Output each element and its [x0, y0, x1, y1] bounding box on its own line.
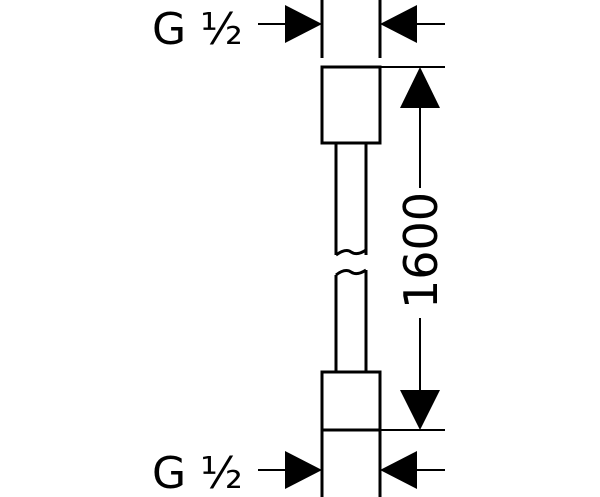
top-thread-label: G ½ — [152, 4, 243, 55]
top-width-dimension — [258, 0, 445, 58]
length-arrow-bottom — [400, 390, 440, 430]
length-arrow-top — [400, 67, 440, 108]
bottom-arrow-left — [285, 451, 322, 489]
bottom-nut — [320, 370, 382, 432]
bottom-arrow-right — [380, 451, 417, 489]
lower-break-line — [335, 268, 367, 277]
hose-body — [320, 65, 382, 497]
top-arrow-right — [380, 5, 417, 43]
length-dimension: 1600 — [380, 66, 448, 431]
bottom-thread-label: G ½ — [152, 448, 243, 497]
top-arrow-left — [285, 5, 322, 43]
top-nut — [320, 65, 382, 145]
length-dimension-label: 1600 — [394, 192, 448, 309]
bottom-width-dimension — [258, 451, 445, 489]
upper-break-line — [335, 248, 367, 257]
